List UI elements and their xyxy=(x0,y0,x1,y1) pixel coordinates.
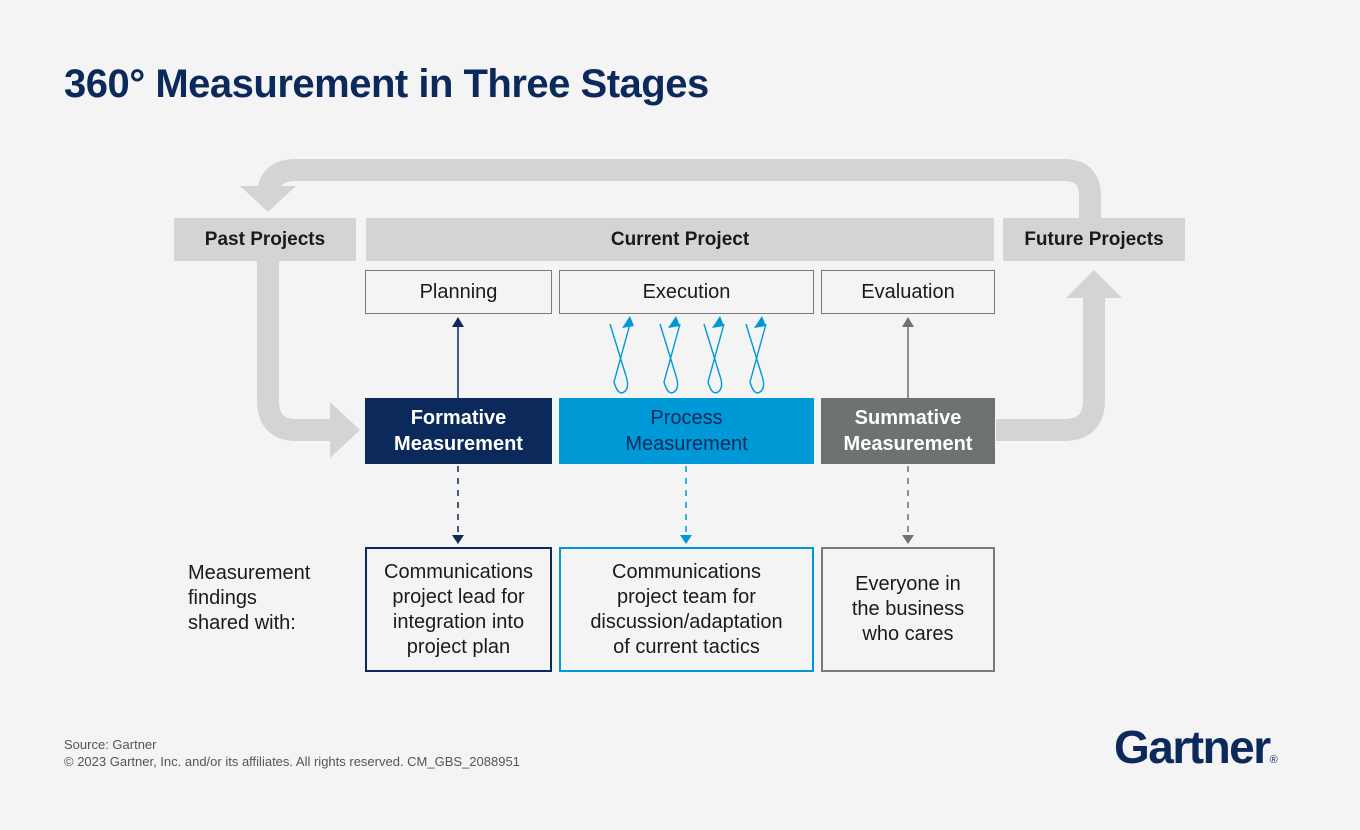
summative-measurement-box: Summative Measurement xyxy=(821,398,995,464)
planning-label: Planning xyxy=(419,280,498,303)
summative-finding-box: Everyone in the business who cares xyxy=(821,547,995,672)
formative-line1: Formative xyxy=(410,407,507,429)
execution-label: Execution xyxy=(642,280,731,303)
future-projects-header: Future Projects xyxy=(1003,218,1185,261)
formative-finding-box: Communications project lead for integrat… xyxy=(365,547,552,672)
process-finding-line1: Communications xyxy=(612,560,761,583)
summative-finding-line3: who cares xyxy=(862,623,954,645)
process-line2: Measurement xyxy=(625,433,748,455)
process-finding-line3: discussion/adaptation xyxy=(590,610,783,633)
arrow-past-to-formative xyxy=(257,260,330,441)
formative-finding-line3: integration into xyxy=(392,610,525,633)
source-note: Source: Gartner xyxy=(64,737,157,752)
formative-finding-line4: project plan xyxy=(406,635,511,658)
arrowhead-future xyxy=(1066,270,1122,298)
arrowhead-formative xyxy=(330,402,360,458)
dashed-arrowhead-process xyxy=(680,535,692,544)
arrowhead-planning xyxy=(452,317,464,327)
process-measurement-box: Process Measurement xyxy=(559,398,814,464)
logo-text: Gartner xyxy=(1114,721,1271,773)
arrowhead-evaluation xyxy=(902,317,914,327)
dashed-arrowhead-summative xyxy=(902,535,914,544)
current-project-header: Current Project xyxy=(366,218,994,261)
past-projects-label: Past Projects xyxy=(204,228,326,250)
summative-finding-line1: Everyone in xyxy=(855,573,961,595)
summative-line2: Measurement xyxy=(843,433,973,455)
formative-finding-line1: Communications xyxy=(384,560,533,583)
findings-shared-label: Measurement findings shared with: xyxy=(188,561,310,636)
summative-line1: Summative xyxy=(854,407,962,429)
arrow-summative-to-future xyxy=(996,298,1105,441)
shared-line3: shared with: xyxy=(188,612,296,634)
execution-feedback-loops xyxy=(609,323,767,394)
past-projects-header: Past Projects xyxy=(174,218,356,261)
copyright-note: © 2023 Gartner, Inc. and/or its affiliat… xyxy=(64,754,520,769)
formative-measurement-box: Formative Measurement xyxy=(365,398,552,464)
process-finding-line4: of current tactics xyxy=(613,635,760,658)
formative-finding-line2: project lead for xyxy=(392,585,525,608)
summative-finding-line2: the business xyxy=(851,598,965,620)
gartner-logo: Gartner® xyxy=(1114,720,1278,774)
current-project-label: Current Project xyxy=(610,228,750,250)
loop-arrow-future-to-past xyxy=(257,159,1101,218)
page-title: 360° Measurement in Three Stages xyxy=(64,62,709,106)
evaluation-box: Evaluation xyxy=(821,270,995,314)
shared-line1: Measurement xyxy=(188,562,311,584)
execution-loop-arrowheads xyxy=(622,316,766,328)
process-finding-line2: project team for xyxy=(617,585,756,608)
execution-box: Execution xyxy=(559,270,814,314)
planning-box: Planning xyxy=(365,270,552,314)
future-projects-label: Future Projects xyxy=(1024,228,1164,250)
shared-line2: findings xyxy=(188,587,257,609)
loop-arrowhead-past xyxy=(240,186,296,212)
process-line1: Process xyxy=(650,407,723,429)
formative-line2: Measurement xyxy=(394,433,523,455)
logo-registered-mark: ® xyxy=(1269,754,1278,766)
dashed-arrowhead-formative xyxy=(452,535,464,544)
process-finding-box: Communications project team for discussi… xyxy=(559,547,814,672)
evaluation-label: Evaluation xyxy=(861,280,955,303)
